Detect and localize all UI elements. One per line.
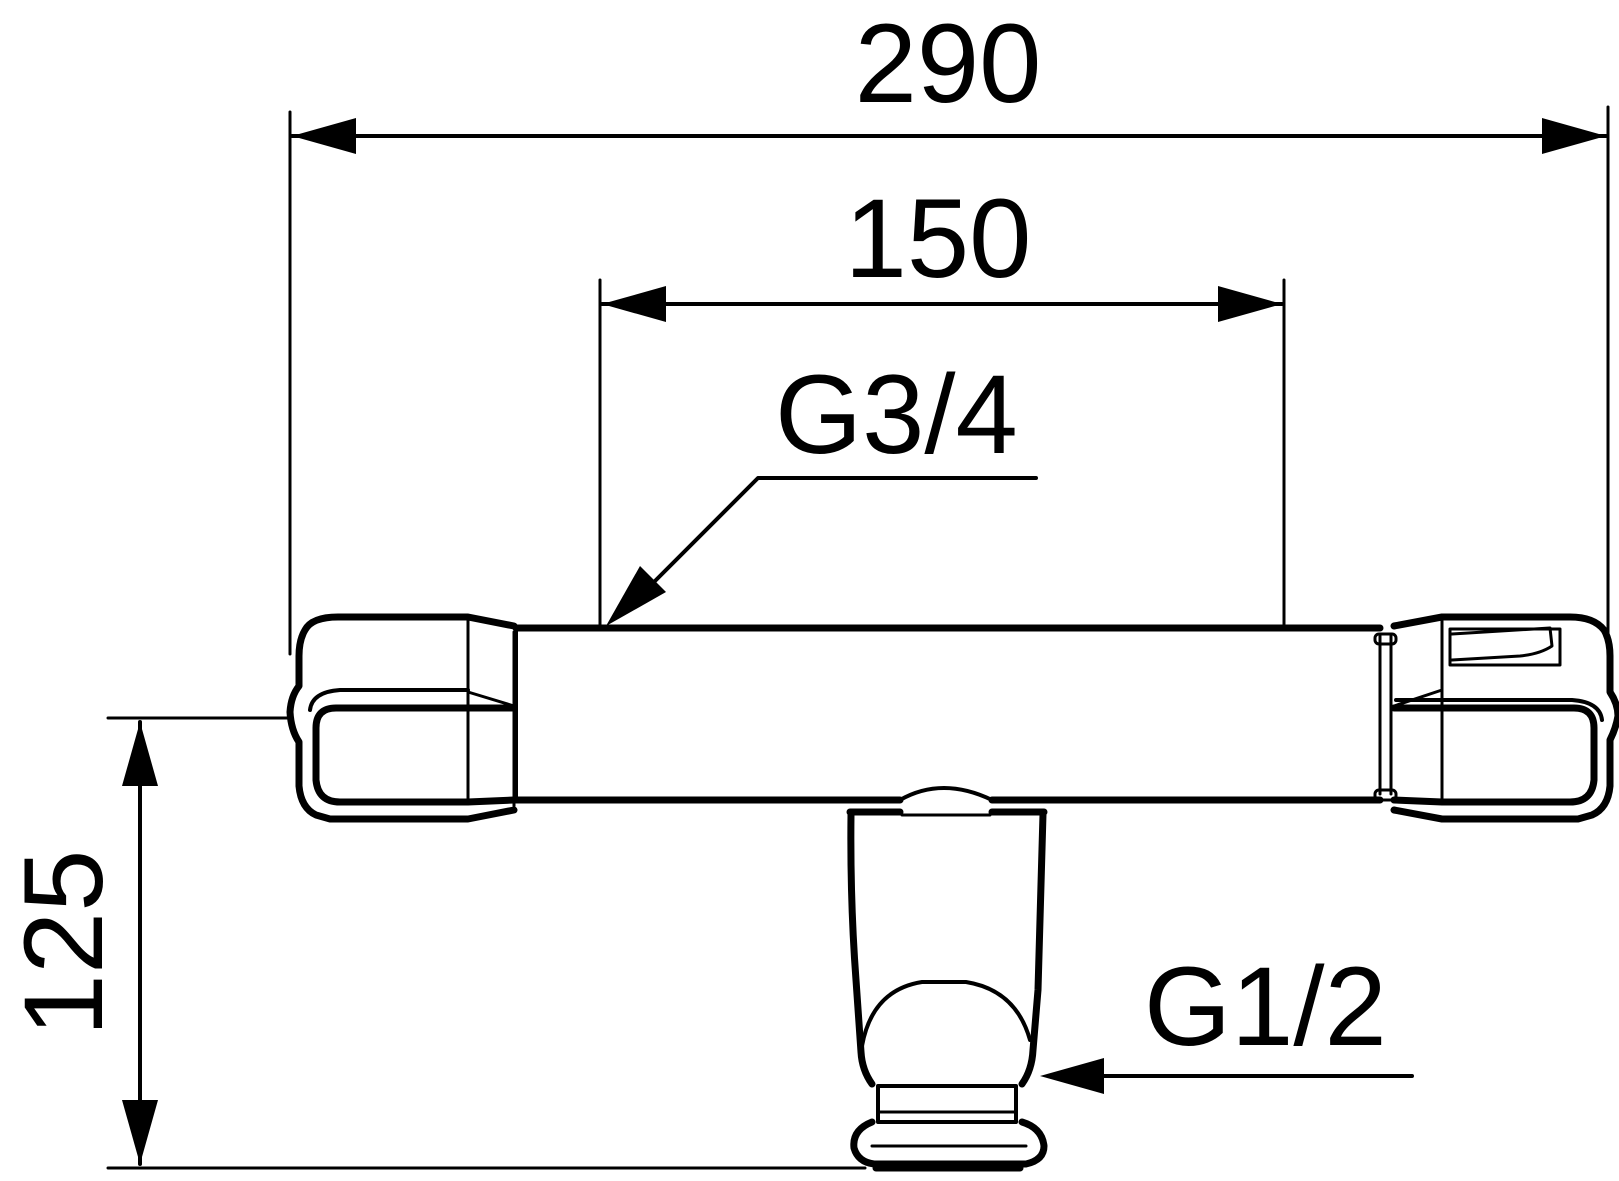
- right-handle-groove-top: [1394, 698, 1604, 722]
- arrowhead-left: [292, 118, 356, 154]
- left-handle: [286, 613, 518, 823]
- left-handle-grip: [312, 704, 518, 806]
- outlet-dome: [898, 786, 994, 802]
- dimension-center-distance: 150: [598, 176, 1286, 630]
- outlet-thread-flange: [850, 1118, 1048, 1168]
- right-handle-grip: [1390, 704, 1598, 806]
- outlet-right-profile: [1018, 810, 1047, 1088]
- arrowhead-right: [1218, 286, 1282, 322]
- thread-label-g12: G1/2: [1144, 944, 1387, 1069]
- leader-outlet-thread: G1/2: [1040, 944, 1414, 1094]
- leader-inlet-thread: G3/4: [606, 352, 1038, 626]
- left-handle-groove-top: [308, 688, 470, 712]
- joint-ring-bottom: [1373, 788, 1398, 802]
- left-handle-outline: [286, 613, 518, 823]
- outlet-spout: [846, 786, 1048, 1172]
- right-handle-indicator-mark: [1450, 626, 1554, 662]
- right-handle: [1390, 613, 1619, 823]
- dimension-height: 125: [1, 716, 867, 1170]
- dimension-label-150: 150: [845, 176, 1032, 301]
- arrowhead-g12: [1040, 1058, 1104, 1094]
- dimension-label-125: 125: [1, 850, 126, 1037]
- arrowhead-top: [122, 722, 158, 786]
- joint-ring-top: [1373, 632, 1398, 646]
- arrowhead-g34: [606, 566, 666, 626]
- arrowhead-bottom: [122, 1100, 158, 1164]
- dimension-overall-width: 290: [288, 1, 1610, 656]
- right-handle-outline: [1390, 613, 1619, 823]
- leader-line-g34: [650, 476, 1038, 586]
- left-handle-bevel: [466, 690, 516, 708]
- dimension-label-290: 290: [855, 1, 1042, 126]
- outlet-left-profile: [847, 810, 876, 1088]
- right-handle-indicator-window: [1448, 627, 1562, 667]
- thread-label-g34: G3/4: [775, 352, 1018, 477]
- arrowhead-left: [602, 286, 666, 322]
- thermostat-body: [512, 624, 1398, 804]
- outlet-nozzle-dome: [860, 980, 1032, 1048]
- outlet-nut: [876, 1084, 1018, 1124]
- arrowhead-right: [1542, 118, 1606, 154]
